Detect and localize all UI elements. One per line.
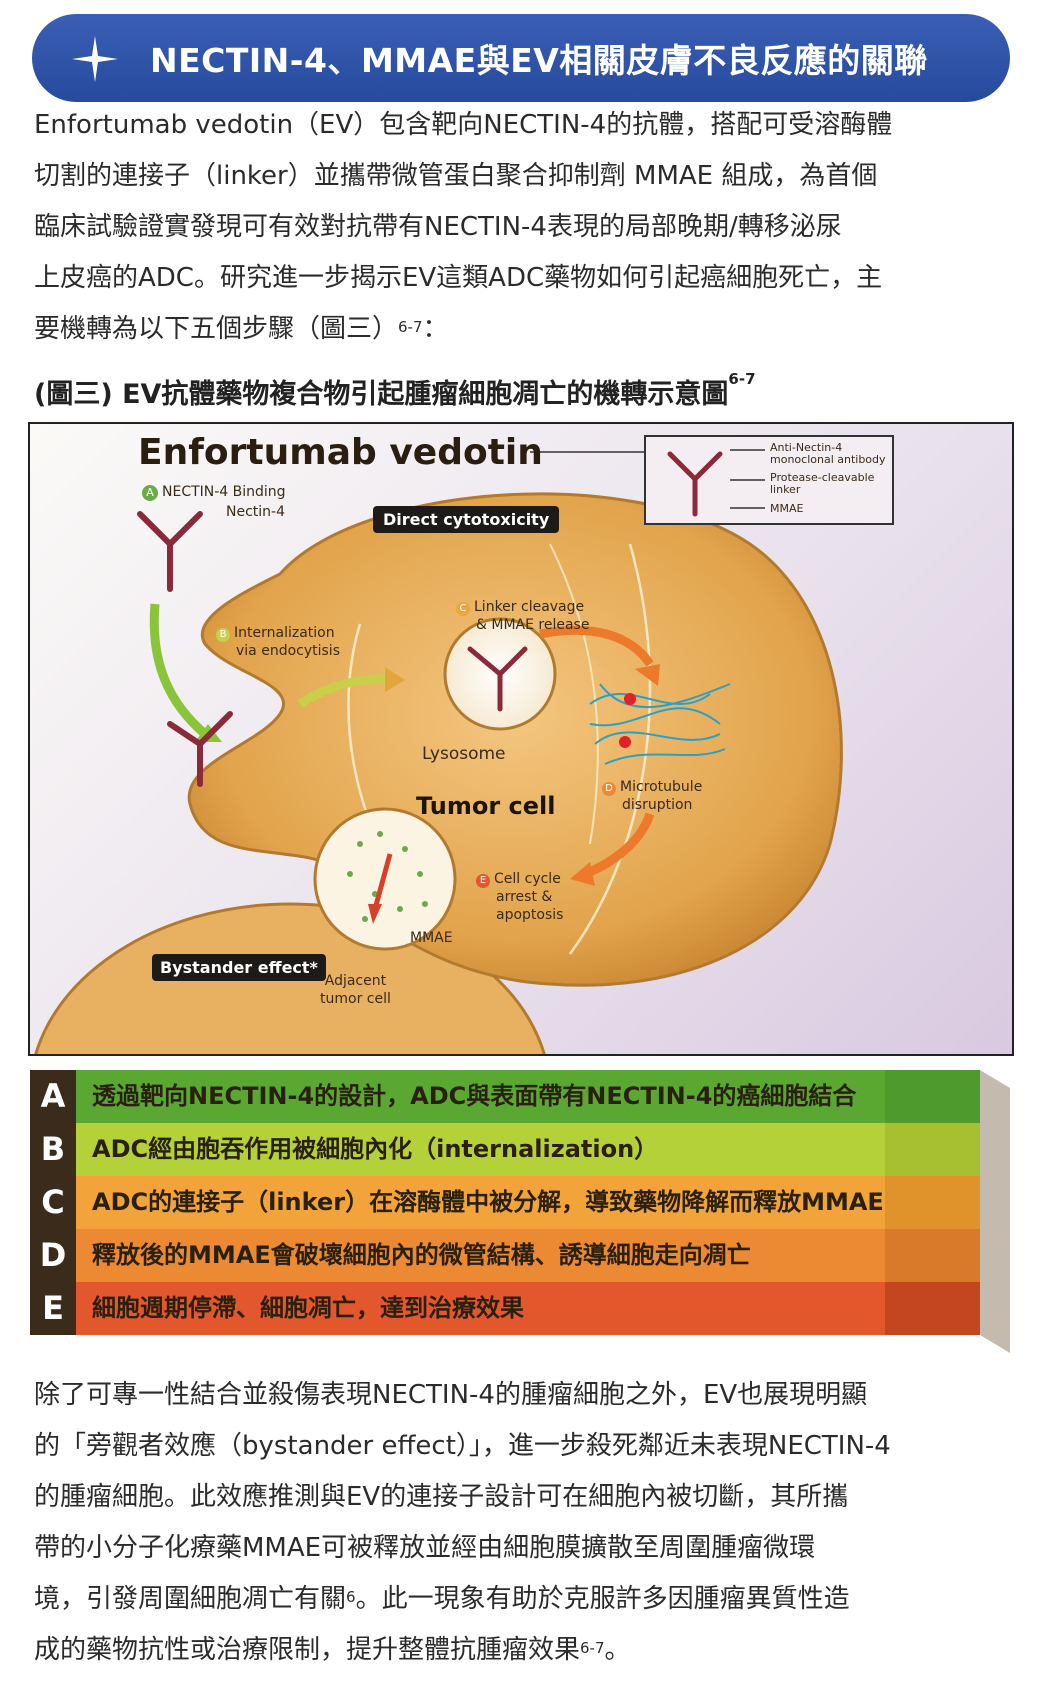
step-text: 細胞週期停滯、細胞凋亡，達到治療效果 [92, 1294, 524, 1322]
header-title: NECTIN-4、MMAE與EV相關皮膚不良反應的關聯 [150, 41, 928, 80]
mmae-particles [347, 831, 428, 922]
step-d-text-2: disruption [622, 797, 693, 813]
outro-line: 的腫瘤細胞。此效應推測與EV的連接子設計可在細胞內被切斷，其所攜 [34, 1482, 849, 1512]
step-e-marker: E [476, 874, 490, 888]
intro-paragraph: Enfortumab vedotin（EV）包含靶向NECTIN-4的抗體，搭配… [34, 100, 1008, 355]
adjacent-text-2: tumor cell [320, 991, 391, 1007]
step-a-bar [30, 1070, 885, 1123]
outro-line: 成的藥物抗性或治療限制，提升整體抗腫瘤效果6-7。 [34, 1625, 1008, 1676]
step-letter: C [30, 1176, 76, 1229]
chevron-down-icon [45, 1229, 61, 1236]
step-d-row: D 釋放後的MMAE會破壞細胞內的微管結構、誘導細胞走向凋亡 [30, 1229, 885, 1289]
reference-superscript: 6 [346, 1588, 356, 1606]
intro-line: 要機轉為以下五個步驟（圖三）6-7： [34, 304, 1008, 355]
step-text: 釋放後的MMAE會破壞細胞內的微管結構、誘導細胞走向凋亡 [92, 1241, 751, 1269]
intro-line: 切割的連接子（linker）並攜帶微管蛋白聚合抑制劑 MMAE 組成，為首個 [34, 161, 878, 191]
mmae-label: MMAE [410, 930, 453, 946]
figure-caption-text: (圖三) EV抗體藥物複合物引起腫瘤細胞凋亡的機轉示意圖 [34, 379, 729, 410]
step-d-label: D Microtubule disruption [602, 778, 702, 814]
step-text: ADC經由胞吞作用被細胞內化（internalization） [92, 1135, 659, 1163]
legend-antibody-label: Anti-Nectin-4 monoclonal antibody [770, 441, 886, 466]
legend-antibody-icon [667, 451, 723, 517]
outro-text: 境，引發周圍細胞凋亡有關 [34, 1584, 347, 1614]
step-text: 透過靶向NECTIN-4的設計，ADC與表面帶有NECTIN-4的癌細胞結合 [92, 1082, 857, 1110]
step-letter: D [30, 1229, 76, 1282]
reference-superscript: 6-7 [398, 318, 423, 336]
step-d-bar [30, 1229, 885, 1282]
step-e-text-1: Cell cycle [494, 871, 561, 887]
outro-line: 的「旁觀者效應（bystander effect）」，進一步殺死鄰近未表現NEC… [34, 1431, 891, 1461]
intro-line-tail: ： [422, 314, 449, 344]
legend-box [644, 435, 894, 525]
outro-line: 除了可專一性結合並殺傷表現NECTIN-4的腫瘤細胞之外，EV也展現明顯 [34, 1380, 868, 1410]
figure-caption: (圖三) EV抗體藥物複合物引起腫瘤細胞凋亡的機轉示意圖6-7 [34, 370, 756, 411]
step-b-text-2: via endocytisis [236, 643, 340, 659]
step-e-label: E Cell cycle arrest & apoptosis [476, 870, 563, 924]
step-c-label: C Linker cleavage & MMAE release [456, 598, 589, 634]
tumor-cell-label: Tumor cell [416, 792, 556, 820]
antibody-in-lysosome [467, 646, 528, 712]
outro-text: 。此一現象有助於克服許多因腫瘤異質性造 [355, 1584, 850, 1614]
diagram-title: Enfortumab vedotin [138, 432, 543, 473]
legend-payload-label: MMAE [770, 502, 804, 515]
reference-superscript: 6-7 [580, 1639, 605, 1657]
intro-line: 臨床試驗證實發現可有效對抗帶有NECTIN-4表現的局部晚期/轉移泌尿 [34, 212, 842, 242]
step-letter: A [30, 1070, 76, 1123]
step-a-row: A 透過靶向NECTIN-4的設計，ADC與表面帶有NECTIN-4的癌細胞結合 [30, 1070, 885, 1130]
lysosome-label: Lysosome [422, 744, 506, 764]
step-e-text-2: arrest & [496, 889, 553, 905]
antibody-internalizing [167, 711, 233, 787]
step-b-row: B ADC經由胞吞作用被細胞內化（internalization） [30, 1123, 885, 1183]
step-letter: E [30, 1282, 76, 1335]
step-b-marker: B [216, 628, 230, 642]
header-banner: NECTIN-4、MMAE與EV相關皮膚不良反應的關聯 [32, 14, 1010, 102]
mechanism-diagram: Enfortumab vedotin Anti-Nectin-4 monoclo… [28, 422, 1014, 1056]
steps-list: A 透過靶向NECTIN-4的設計，ADC與表面帶有NECTIN-4的癌細胞結合… [30, 1070, 1010, 1356]
reference-superscript: 6-7 [728, 370, 756, 388]
step-c-text-1: Linker cleavage [474, 599, 585, 615]
step-e-bar [30, 1282, 885, 1335]
step-c-row: C ADC的連接子（linker）在溶酶體中被分解，導致藥物降解而釋放MMAE [30, 1176, 885, 1236]
step-d-text-1: Microtubule [620, 779, 703, 795]
step-a-text: NECTIN-4 Binding [162, 484, 286, 500]
step-b-text-1: Internalization [234, 625, 335, 641]
adjacent-tumor-cell-label: Adjacent tumor cell [320, 972, 391, 1008]
direct-cytotoxicity-label: Direct cytotoxicity [373, 506, 560, 533]
outro-text: 。 [604, 1635, 631, 1665]
sparkle-star-icon [72, 36, 118, 82]
step-c-marker: C [456, 602, 470, 616]
steps-3d-side [880, 1070, 1010, 1353]
diagram-artwork [34, 435, 894, 1054]
chevron-down-icon [45, 1176, 61, 1183]
bystander-effect-label: Bystander effect* [152, 954, 326, 981]
step-b-label: B Internalization via endocytisis [216, 624, 340, 660]
step-e-text-3: apoptosis [496, 907, 564, 923]
step-e-row: E 細胞週期停滯、細胞凋亡，達到治療效果 [30, 1282, 885, 1335]
legend-linker-label: Protease-cleavable linker [770, 471, 875, 496]
step-text: ADC的連接子（linker）在溶酶體中被分解，導致藥物降解而釋放MMAE [92, 1188, 884, 1216]
outro-line: 帶的小分子化療藥MMAE可被釋放並經由細胞膜擴散至周圍腫瘤微環 [34, 1533, 816, 1563]
outro-paragraph: 除了可專一性結合並殺傷表現NECTIN-4的腫瘤細胞之外，EV也展現明顯 的「旁… [34, 1370, 1008, 1676]
chevron-down-icon [45, 1282, 61, 1289]
step-d-marker: D [602, 782, 616, 796]
microtubules [589, 683, 731, 765]
intro-line-text: 要機轉為以下五個步驟（圖三） [34, 314, 399, 344]
outro-line: 境，引發周圍細胞凋亡有關6。此一現象有助於克服許多因腫瘤異質性造 [34, 1574, 1008, 1625]
step-c-bar [30, 1176, 885, 1229]
intro-line: Enfortumab vedotin（EV）包含靶向NECTIN-4的抗體，搭配… [34, 110, 893, 140]
step-c-text-2: & MMAE release [476, 617, 590, 633]
outro-text: 成的藥物抗性或治療限制，提升整體抗腫瘤效果 [34, 1635, 581, 1665]
adjacent-text-1: Adjacent [324, 973, 387, 989]
step-letter: B [30, 1123, 76, 1176]
step-b-bar [30, 1123, 885, 1176]
chevron-down-icon [45, 1123, 61, 1130]
step-a-marker: A [142, 485, 158, 501]
antibody-binding [137, 511, 203, 592]
nectin-label: Nectin-4 [226, 504, 285, 520]
intro-line: 上皮癌的ADC。研究進一步揭示EV這類ADC藥物如何引起癌細胞死亡，主 [34, 263, 883, 293]
